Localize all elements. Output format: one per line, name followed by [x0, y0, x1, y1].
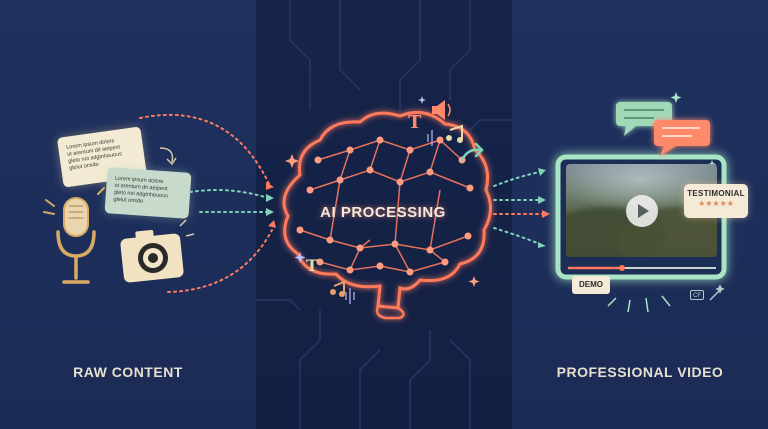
video-progress-bar — [568, 265, 716, 271]
ai-processing-label: AI PROCESSING — [320, 204, 446, 221]
sparkle-icon — [294, 96, 426, 263]
glow-rays — [599, 287, 671, 313]
brain-nodes — [296, 136, 474, 276]
share-arrow-icon — [460, 142, 484, 162]
raw-content-caption: RAW CONTENT — [73, 364, 183, 380]
brain-network — [299, 139, 471, 273]
rating-stars: ★★★★★ — [698, 199, 734, 208]
magic-wand-icon — [709, 284, 725, 301]
panel-ai-processing — [256, 0, 512, 429]
testimonial-label: TESTIMONIAL — [687, 189, 745, 198]
testimonial-tag: TESTIMONIAL ★★★★★ — [684, 184, 748, 218]
speaker-icon — [432, 100, 451, 120]
camera-icon — [120, 219, 195, 283]
audio-wave-icon — [345, 130, 433, 304]
sparkle-icon — [285, 154, 480, 287]
professional-video-caption: PROFESSIONAL VIDEO — [556, 364, 724, 380]
microphone-icon — [43, 187, 105, 284]
music-note-icon — [330, 280, 345, 297]
input-flow-arrows — [139, 113, 273, 293]
demo-tag: DEMO — [572, 276, 610, 294]
text-icon: T — [306, 256, 318, 275]
text-icon: T — [408, 112, 422, 133]
closed-caption-icon: CF — [690, 290, 704, 300]
chat-bubble-icon — [654, 120, 710, 156]
curved-arrow-icon — [159, 147, 174, 163]
music-note-icon — [446, 124, 463, 143]
play-icon[interactable] — [626, 195, 658, 227]
brain-icon — [282, 110, 492, 320]
output-flow-arrows — [493, 171, 545, 245]
